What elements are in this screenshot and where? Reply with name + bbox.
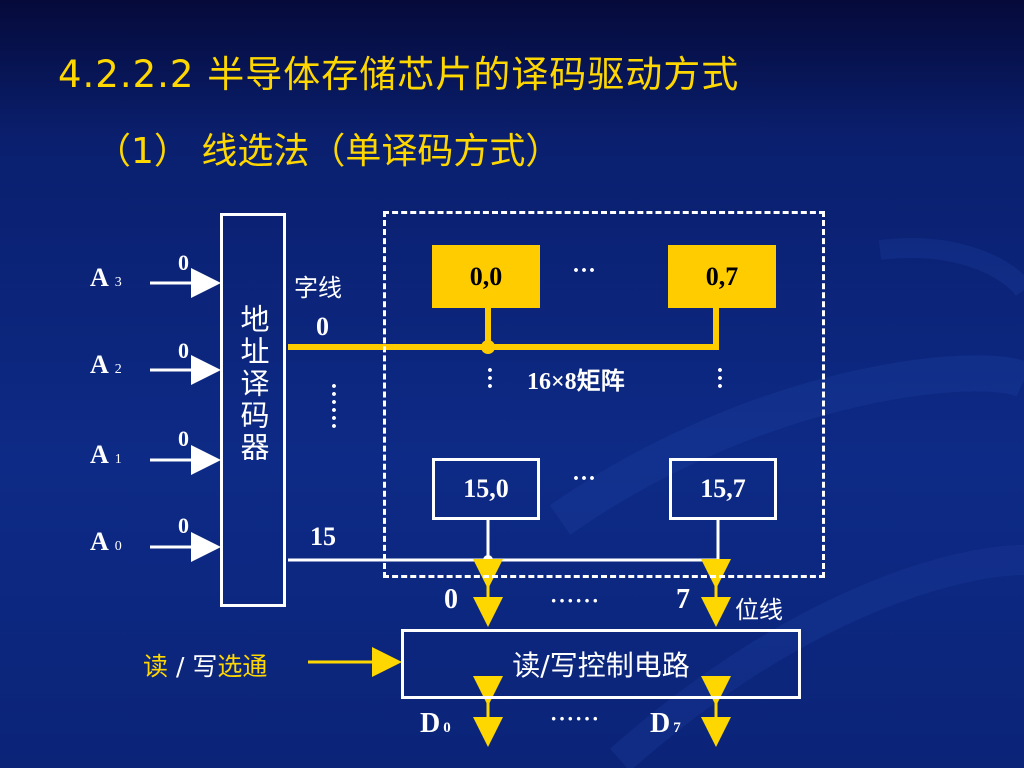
address-bit-a0: 0 xyxy=(178,513,189,538)
read-write-control-circuit: 读/写控制电路 xyxy=(401,629,801,699)
section-subtitle: （1） 线选法（单译码方式） xyxy=(95,131,562,172)
bit-line-label: 位线 xyxy=(735,596,783,624)
bit-line-ellipsis: ······ xyxy=(550,588,601,613)
word-line-last: 15 xyxy=(310,522,336,551)
cell-0-7: 0,7 xyxy=(668,245,776,308)
column-0-ellipsis: ··· xyxy=(476,366,502,391)
address-bit-a3: 0 xyxy=(178,250,189,275)
word-line-ellipsis: ······ xyxy=(320,382,346,431)
word-line-0-node xyxy=(481,340,495,354)
memory-matrix xyxy=(383,211,825,578)
address-bit-a2: 0 xyxy=(178,338,189,363)
word-line-0 xyxy=(288,308,719,350)
word-line-label: 字线 xyxy=(294,274,342,302)
page-title: 4.2.2.2 半导体存储芯片的译码驱动方式 xyxy=(58,53,740,96)
cell-15-7: 15,7 xyxy=(669,458,777,520)
row-0-ellipsis: ··· xyxy=(572,258,597,284)
row-15-ellipsis: ··· xyxy=(572,466,597,492)
cell-15-0: 15,0 xyxy=(432,458,540,520)
bit-line-first: 0 xyxy=(444,584,458,615)
bit-line-last: 7 xyxy=(676,584,690,615)
decoder-label: 地址译码器 xyxy=(236,304,270,464)
word-line-first: 0 xyxy=(316,312,329,341)
data-line-ellipsis: ······ xyxy=(550,706,601,731)
address-decoder: 地址译码器 xyxy=(220,213,286,607)
matrix-label: 16×8矩阵 xyxy=(527,369,625,395)
column-7-ellipsis: ··· xyxy=(706,366,732,391)
address-bit-a1: 0 xyxy=(178,426,189,451)
read-write-strobe: 读 / 写选通 xyxy=(143,652,268,681)
cell-0-0: 0,0 xyxy=(432,245,540,308)
